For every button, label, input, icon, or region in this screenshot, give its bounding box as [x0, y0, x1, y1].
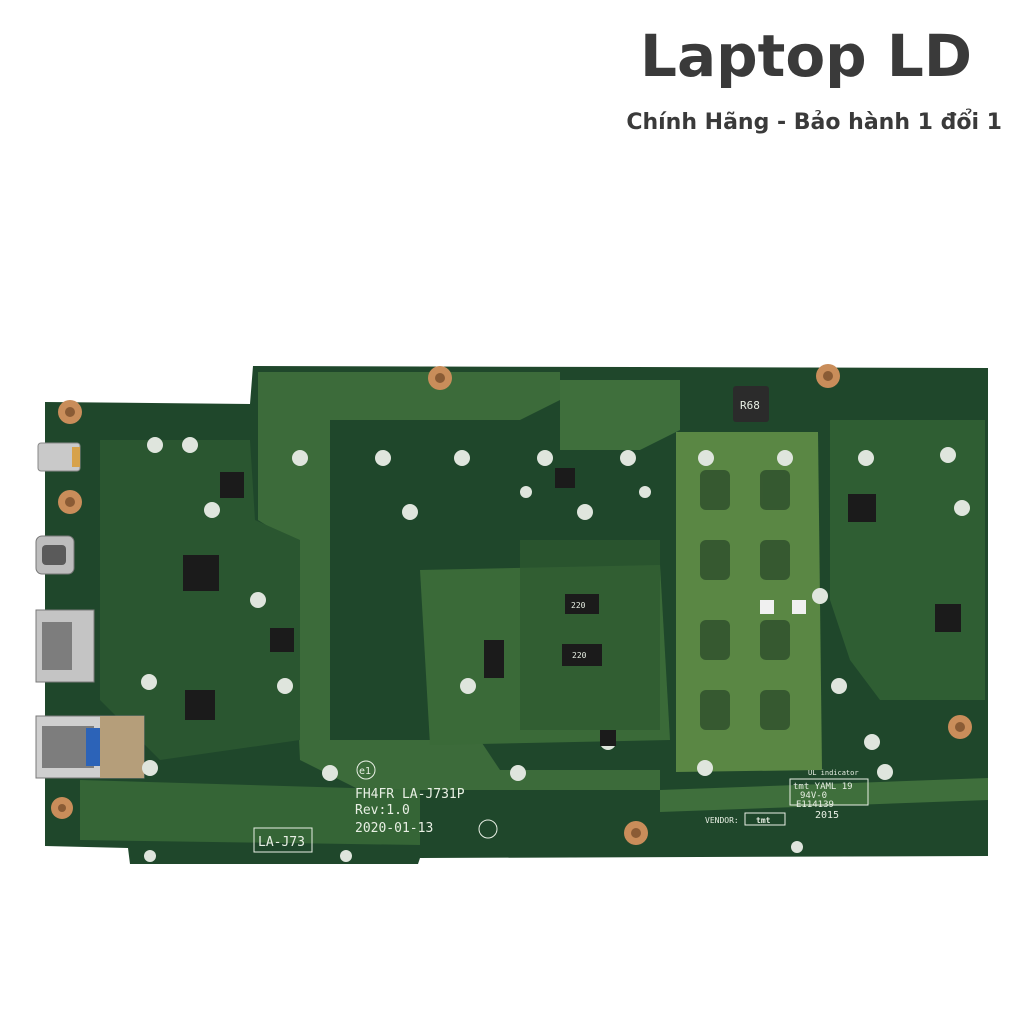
pcb-trace-region: [830, 420, 985, 700]
board-date: 2020-01-13: [355, 821, 433, 836]
pcb-trace-region: [258, 372, 660, 790]
inductor-label: R68: [740, 399, 760, 412]
chips: [183, 468, 961, 746]
board-tag: LA-J73: [258, 835, 305, 850]
inductor-r68: [733, 386, 769, 422]
screw-holes: [51, 364, 972, 845]
memory-components: [700, 470, 790, 730]
marker-e1: e1: [359, 766, 371, 777]
ul-year: 2015: [815, 810, 839, 821]
brand-title: Laptop LD: [640, 22, 972, 90]
board-revision: Rev:1.0: [355, 803, 410, 818]
board-model: FH4FR LA-J731P: [355, 787, 465, 802]
mounting-pads: [141, 437, 970, 862]
ul-line-1: tmt YAML 19: [793, 782, 853, 792]
cpu-pad: [520, 540, 660, 730]
pcb-trace-region: [660, 778, 988, 812]
ul-line-2: 94V-0: [800, 791, 827, 801]
vendor-value: tmt: [756, 816, 771, 825]
ul-line-3: E114139: [796, 800, 834, 810]
brand-tagline: Chính Hãng - Bảo hành 1 đổi 1: [626, 110, 1002, 135]
vendor-label: VENDOR:: [705, 816, 739, 825]
pcb-trace-region: [560, 380, 680, 450]
memory-area: [676, 432, 822, 772]
inductor-1-label: 220: [571, 601, 586, 610]
inductor-2-label: 220: [572, 651, 587, 660]
ul-indicator-title: UL indicator: [808, 769, 859, 777]
pcb-trace-region: [80, 780, 420, 845]
